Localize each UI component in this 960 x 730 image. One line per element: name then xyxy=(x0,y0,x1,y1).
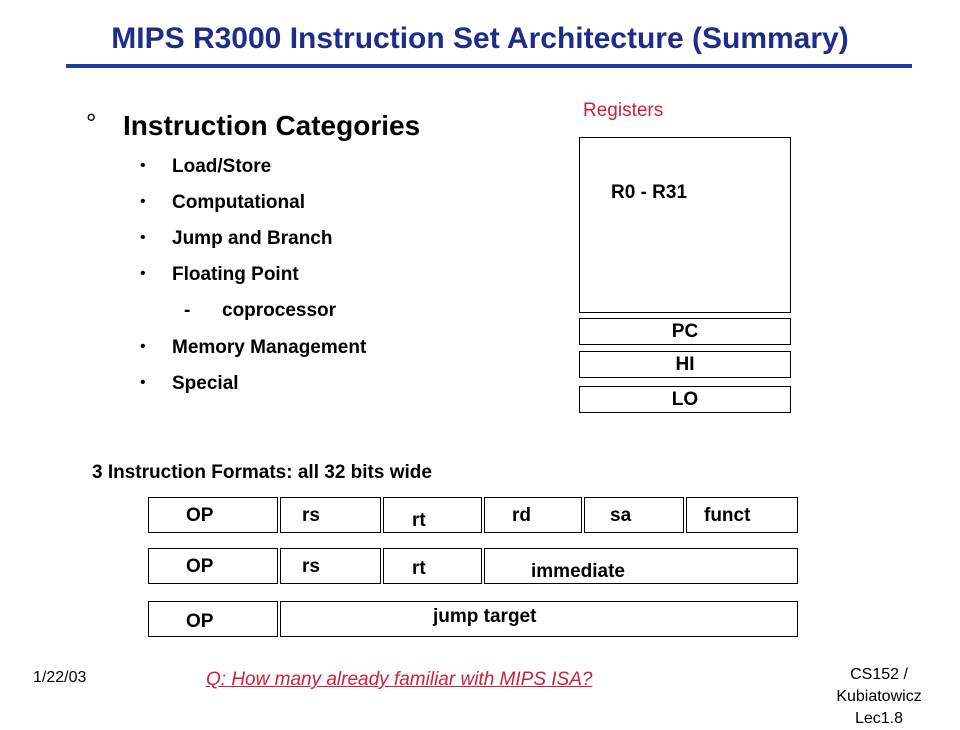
category-memory-management: Memory Management xyxy=(172,337,367,358)
bullet-icon: • xyxy=(140,229,146,246)
i-type-immediate-field xyxy=(484,548,798,584)
i-type-rs-field xyxy=(280,548,381,584)
pc-register: PC xyxy=(579,318,791,345)
r-type-op-field xyxy=(148,497,278,533)
r-type-sa-field xyxy=(584,497,684,533)
title-divider xyxy=(66,64,912,68)
r-type-funct-label: funct xyxy=(704,505,751,526)
hi-register: HI xyxy=(579,351,791,378)
i-type-rs-label: rs xyxy=(302,556,320,577)
j-type-target-label: jump target xyxy=(433,606,537,627)
register-file-box xyxy=(579,137,791,313)
category-computational: Computational xyxy=(172,192,305,213)
dash-icon: - xyxy=(184,300,191,321)
category-special: Special xyxy=(172,373,239,394)
degree-bullet-icon: ° xyxy=(86,108,97,138)
category-jump-branch: Jump and Branch xyxy=(172,228,333,249)
r-type-rd-label: rd xyxy=(512,505,531,526)
bullet-icon: • xyxy=(140,265,146,282)
category-coprocessor: coprocessor xyxy=(222,300,337,321)
register-range: R0 - R31 xyxy=(611,182,688,203)
registers-label: Registers xyxy=(583,100,664,121)
lecture-number: Lec1.8 xyxy=(854,710,904,727)
i-type-rt-label: rt xyxy=(412,558,426,579)
j-type-op-label: OP xyxy=(186,611,214,632)
r-type-rd-field xyxy=(484,497,582,533)
r-type-rt-field xyxy=(383,497,482,533)
bullet-icon: • xyxy=(140,374,146,391)
r-type-op-label: OP xyxy=(186,505,214,526)
lo-register: LO xyxy=(579,386,791,413)
slide-title: MIPS R3000 Instruction Set Architecture … xyxy=(111,22,849,55)
slide-date: 1/22/03 xyxy=(33,669,87,686)
j-type-target-field xyxy=(280,601,798,637)
i-type-op-field xyxy=(148,548,278,584)
bullet-icon: • xyxy=(140,338,146,355)
i-type-op-label: OP xyxy=(186,556,214,577)
i-type-immediate-label: immediate xyxy=(531,561,625,582)
r-type-rs-label: rs xyxy=(302,505,320,526)
i-type-rt-field xyxy=(383,548,482,584)
j-type-op-field xyxy=(148,601,278,637)
r-type-funct-field xyxy=(686,497,798,533)
question-link[interactable]: Q: How many already familiar with MIPS I… xyxy=(206,669,593,690)
category-load-store: Load/Store xyxy=(172,156,272,177)
course-name: CS152 / Kubiatowicz xyxy=(836,666,922,705)
r-type-rs-field xyxy=(280,497,381,533)
course-credit: CS152 / Kubiatowicz Lec1.8 xyxy=(820,664,938,730)
r-type-rt-label: rt xyxy=(412,510,426,531)
categories-heading: Instruction Categories xyxy=(123,110,421,141)
bullet-icon: • xyxy=(140,157,146,174)
category-floating-point: Floating Point xyxy=(172,264,299,285)
formats-heading: 3 Instruction Formats: all 32 bits wide xyxy=(92,462,432,483)
r-type-sa-label: sa xyxy=(610,505,632,526)
bullet-icon: • xyxy=(140,193,146,210)
